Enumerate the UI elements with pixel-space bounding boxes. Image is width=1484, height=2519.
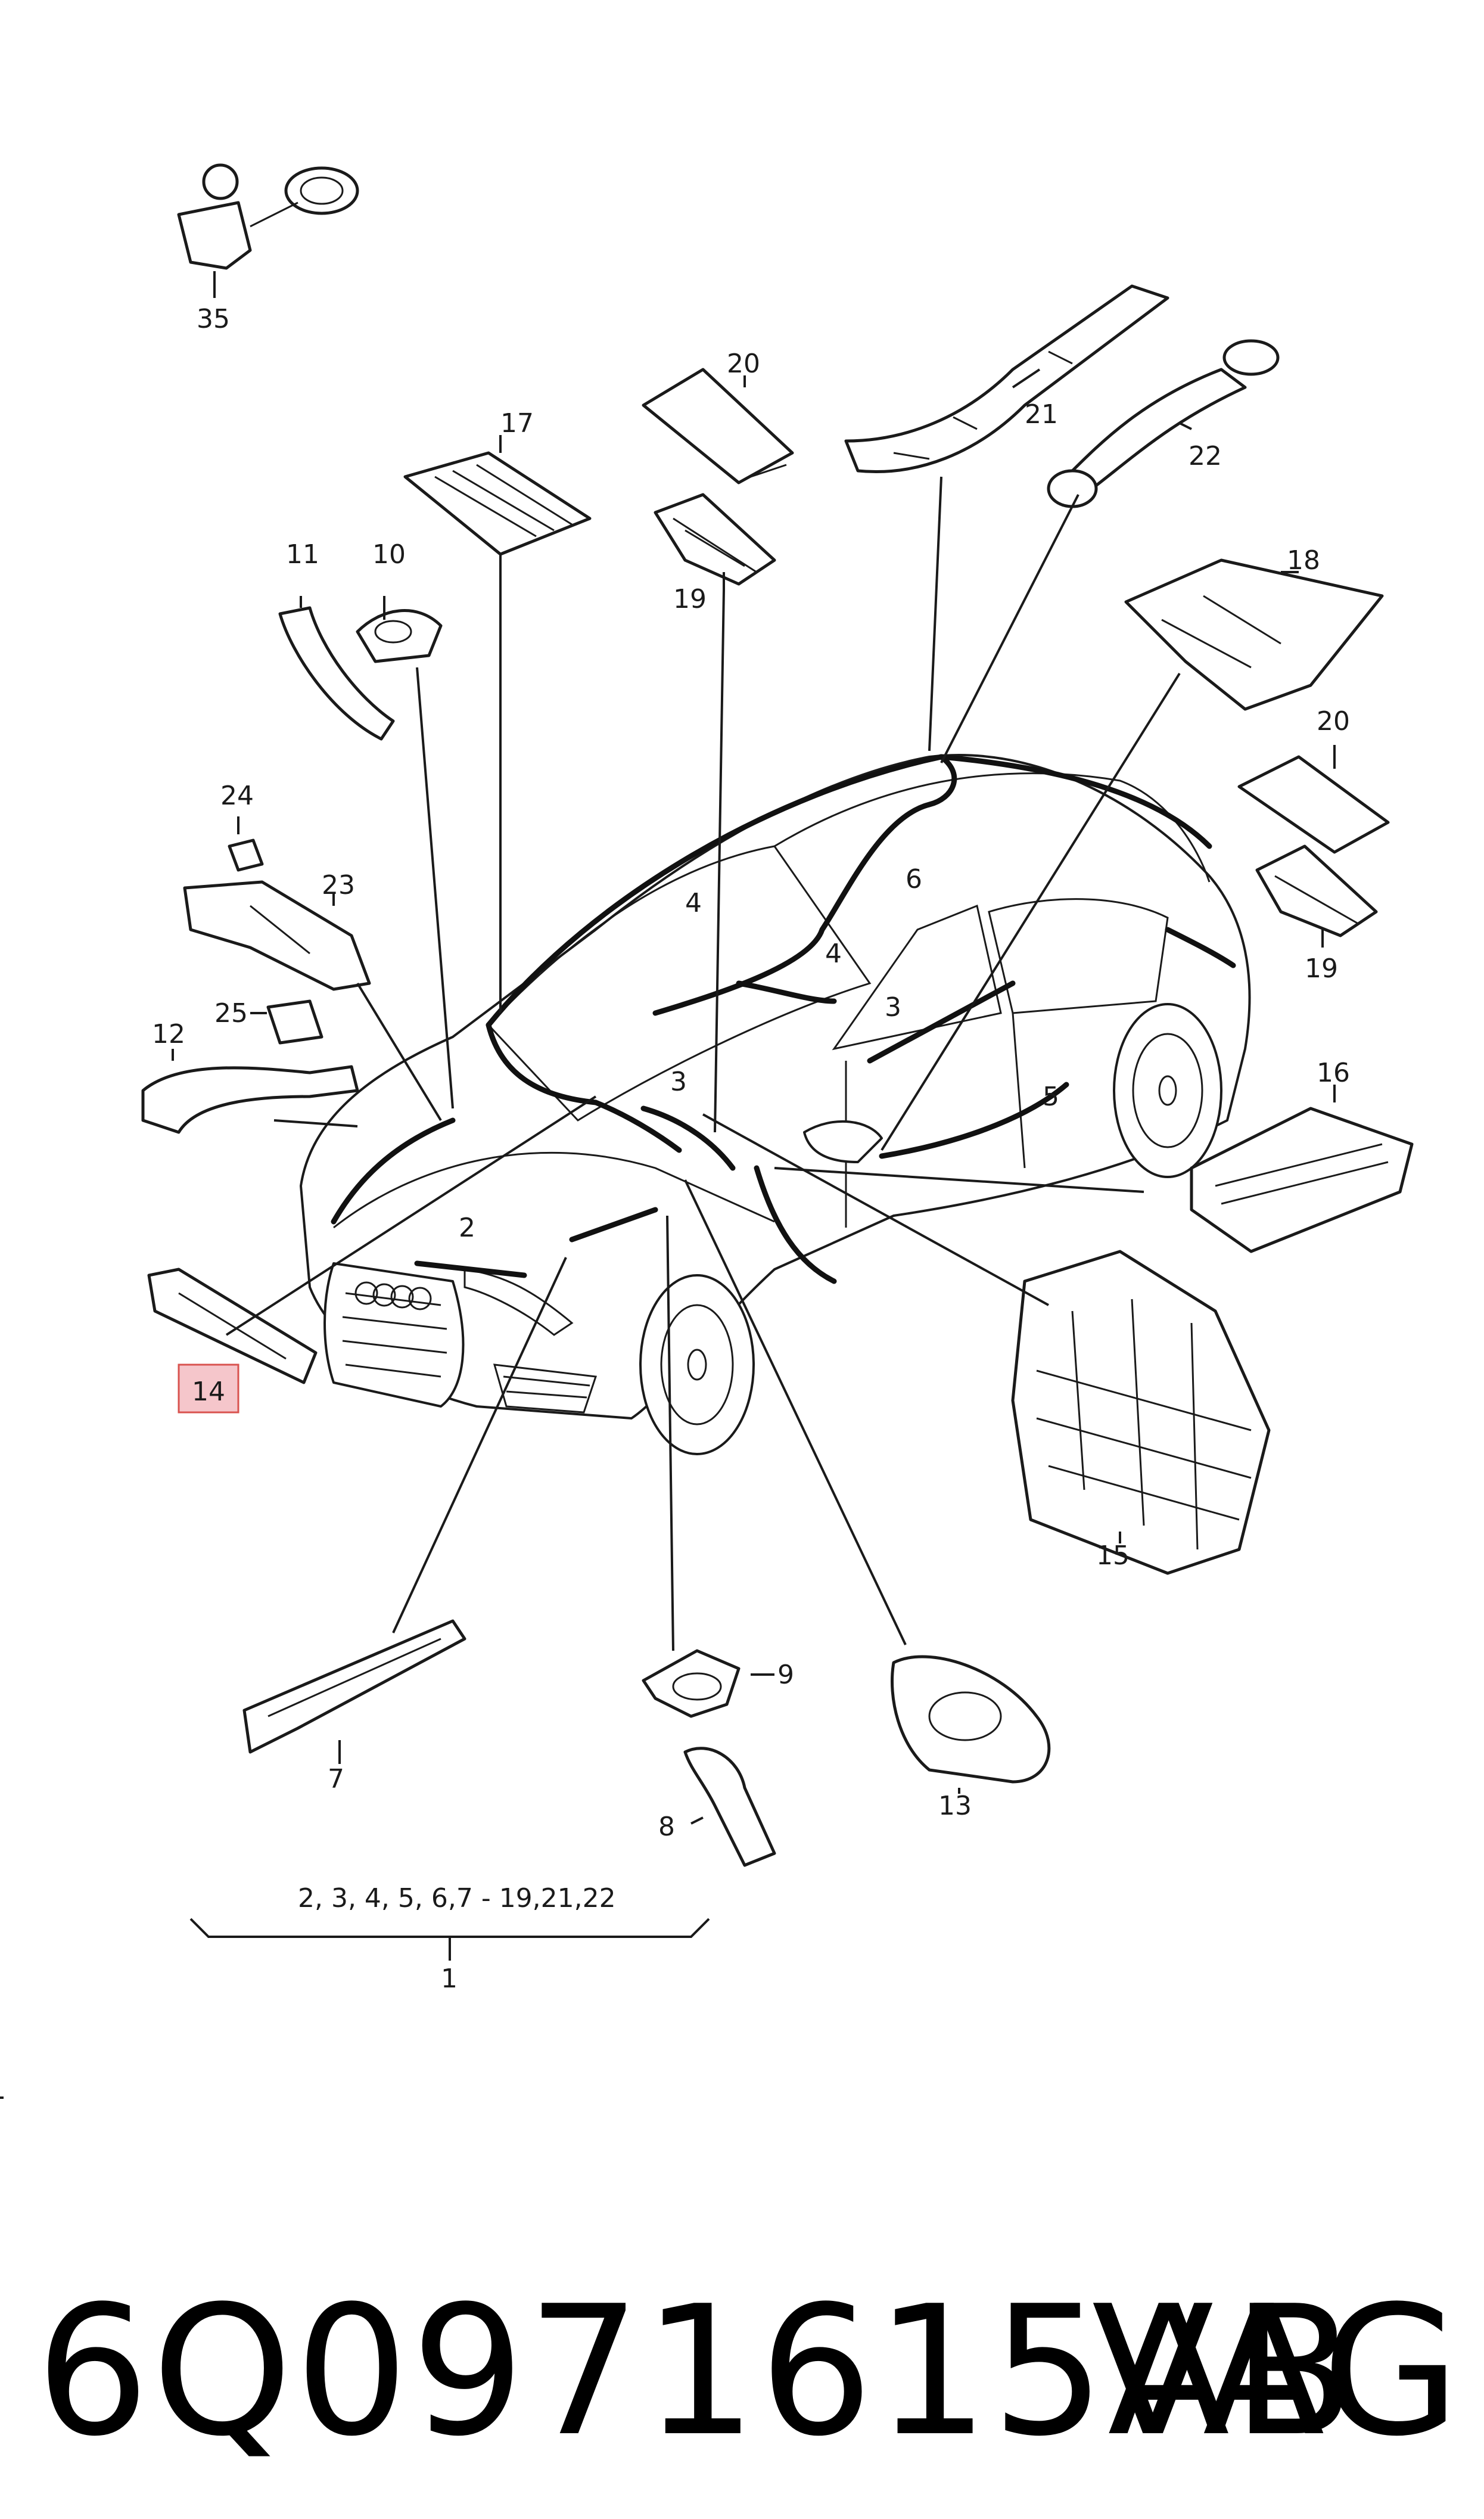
wiring-harness-diagram: 35 20 21 22 17 19 11 10 18 20 19 24 23 4… <box>0 163 1414 2099</box>
callout-3-center: 3 <box>670 1067 687 1097</box>
part-24-nut <box>228 838 264 872</box>
callout-10: 10 <box>372 539 406 570</box>
callout-9: 9 <box>777 1660 794 1690</box>
part-10-holder <box>356 609 443 663</box>
part-16-relay-plate <box>1190 1107 1414 1253</box>
callout-11: 11 <box>286 539 319 570</box>
callout-2: 2 <box>459 1213 475 1243</box>
bracket-label: 2, 3, 4, 5, 6,7 - 19,21,22 <box>298 1883 616 1914</box>
part-14-bracket <box>147 1268 318 1384</box>
callout-24: 24 <box>220 781 254 811</box>
callout-14: 14 <box>192 1377 225 1407</box>
brand-label: VAG <box>1091 2268 1460 2475</box>
part-number: 6Q0971615AB <box>36 2268 1358 2475</box>
callout-25: 25 <box>214 998 248 1029</box>
callout-18: 18 <box>1287 545 1320 576</box>
callout-8: 8 <box>658 1812 675 1842</box>
callout-4-upper: 4 <box>685 888 702 918</box>
callout-20-lower: 20 <box>1317 706 1350 737</box>
callout-12: 12 <box>152 1019 185 1049</box>
part-23-holder <box>183 880 371 991</box>
part-17-relay-carrier <box>403 451 592 556</box>
part-9-grommet <box>642 1649 741 1718</box>
part-12-support <box>141 1065 359 1134</box>
callout-16: 16 <box>1317 1058 1350 1088</box>
part-19-connector-lower <box>1255 844 1378 937</box>
part-19-connector-upper <box>654 493 776 586</box>
callout-21: 21 <box>1025 399 1058 430</box>
part-11-harness-guide <box>278 606 395 741</box>
part-22-grommet <box>1047 339 1280 508</box>
part-13-grommet <box>891 1655 1051 1784</box>
callout-23: 23 <box>322 870 355 900</box>
footer: 6Q0971615AB VAG <box>0 2253 1484 2491</box>
part-15-fuse-box <box>1011 1250 1271 1575</box>
callout-15: 15 <box>1096 1540 1130 1571</box>
part-35-connector-housing <box>177 163 359 270</box>
callout-1: 1 <box>441 1964 458 1994</box>
part-20-cover-lower <box>1237 755 1390 854</box>
callout-20-upper: 20 <box>727 349 760 379</box>
callout-labels: 35 20 21 22 17 19 11 10 18 20 19 24 23 4… <box>152 304 1350 1994</box>
callout-19-upper: 19 <box>673 584 707 614</box>
callout-19-lower: 19 <box>1305 953 1338 984</box>
callout-13: 13 <box>938 1791 972 1821</box>
leader-lines <box>0 271 1336 2099</box>
callout-17: 17 <box>500 408 534 439</box>
part-25-clip <box>266 999 323 1045</box>
callout-14-highlight: 14 <box>178 1363 239 1414</box>
part-18-bracket <box>1124 558 1384 711</box>
callout-7: 7 <box>328 1764 344 1794</box>
callout-3-right: 3 <box>885 992 901 1023</box>
callout-6: 6 <box>906 864 922 894</box>
part-21-bracket <box>844 284 1169 473</box>
callout-4-lower: 4 <box>825 939 842 969</box>
part-8-grommet-sleeve <box>683 1747 776 1867</box>
part-20-cover-upper <box>642 368 794 484</box>
part-7-harness-holder <box>242 1619 466 1754</box>
callout-22: 22 <box>1189 441 1222 471</box>
callout-35: 35 <box>197 304 230 334</box>
callout-5: 5 <box>1043 1082 1059 1112</box>
